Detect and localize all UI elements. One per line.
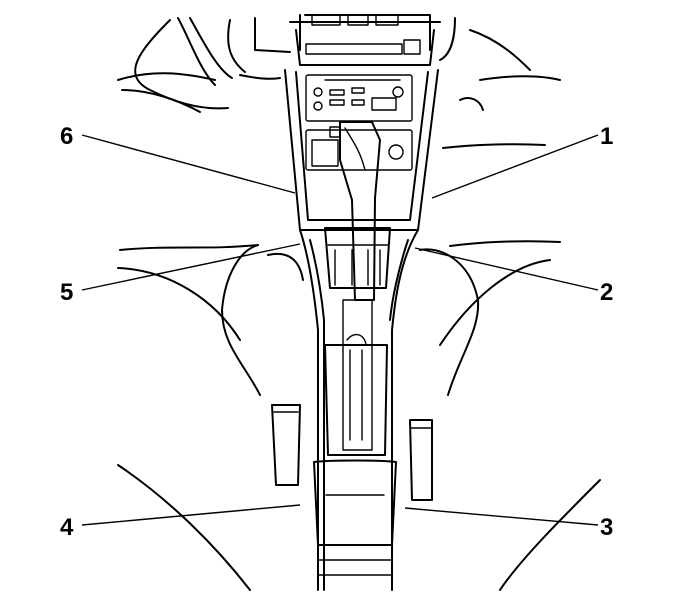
shifter-bezel	[324, 227, 391, 289]
callout-4: 4	[60, 514, 74, 541]
callouts: 1 2 3 4 5 6	[60, 123, 613, 541]
console-body	[299, 229, 419, 591]
callout-1: 1	[600, 123, 613, 150]
steering-wheel-partial	[117, 19, 281, 113]
leader-5	[81, 243, 301, 291]
right-seat	[419, 240, 601, 591]
leader-1	[431, 134, 599, 199]
shift-lever	[329, 121, 381, 301]
dashboard-right	[442, 29, 561, 149]
leader-4	[81, 504, 301, 526]
callout-3: 3	[600, 514, 613, 541]
callout-6: 6	[60, 123, 73, 150]
callout-2: 2	[600, 279, 613, 306]
leader-3	[404, 507, 599, 526]
leader-lines	[81, 134, 599, 526]
buckle-left	[271, 404, 301, 486]
left-seat	[117, 244, 304, 591]
leader-6	[81, 134, 296, 194]
dashboard-top	[177, 14, 456, 86]
callout-5: 5	[60, 279, 73, 306]
center-stack	[284, 69, 439, 231]
leader-2	[414, 247, 599, 291]
buckle-right	[409, 419, 433, 501]
